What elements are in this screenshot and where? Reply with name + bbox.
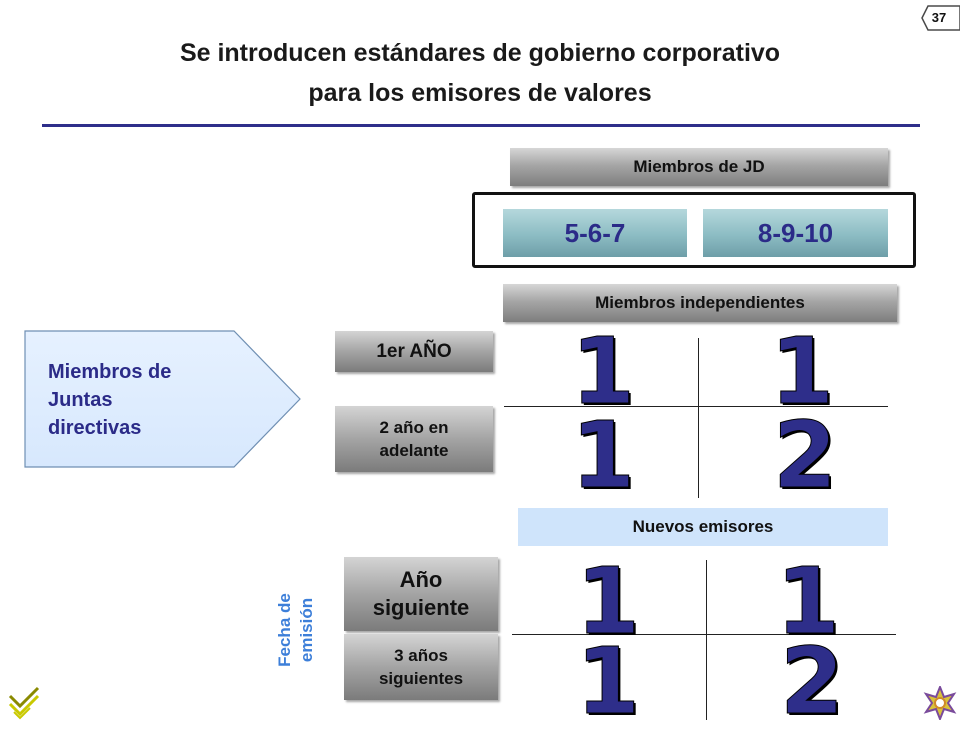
row-label-first-year: 1er AÑO — [335, 331, 493, 372]
row-label-three-years: 3 años siguientes — [344, 634, 498, 700]
grid-vertical-divider-top — [698, 338, 699, 498]
logo-mark-icon — [6, 684, 42, 720]
grid-horizontal-divider-bottom — [512, 634, 896, 635]
board-size-option-2: 8-9-10 — [703, 209, 888, 257]
value-first-year-option-1: 1 — [570, 318, 635, 425]
title-line-1: Se introducen estándares de gobierno cor… — [179, 39, 781, 67]
independent-members-header: Miembros independientes — [503, 284, 897, 322]
value-following-year-option-1: 1 — [575, 548, 640, 655]
pentagon-arrow-shape — [24, 330, 301, 468]
row-label-three-years-line-1: 3 años — [394, 646, 448, 665]
grid-vertical-divider-bottom — [706, 560, 707, 720]
page-tab-icon — [921, 5, 960, 31]
page-number: 37 — [931, 10, 947, 25]
board-label-line-2: Juntas — [48, 389, 113, 411]
value-three-years-option-1: 1 — [575, 628, 640, 735]
board-members-frame — [472, 192, 916, 268]
board-members-header: Miembros de JD — [510, 148, 888, 186]
value-second-year-option-1: 1 — [570, 402, 635, 509]
issue-date-label-line-1: Fecha de — [275, 593, 294, 667]
row-label-second-year-line-1: 2 año en — [379, 418, 449, 437]
issue-date-label-line-2: emisión — [297, 597, 316, 663]
value-following-year-option-2: 1 — [775, 548, 840, 655]
row-label-second-year-line-2: adelante — [379, 441, 449, 460]
row-label-three-years-line-2: siguientes — [378, 669, 464, 688]
row-label-following-year-line-1: Año — [399, 567, 443, 592]
board-label-line-1: Miembros de — [48, 361, 172, 383]
row-label-second-year: 2 año en adelante — [335, 406, 493, 472]
sunburst-logo-icon — [922, 684, 958, 722]
title-divider — [42, 124, 920, 127]
page-number-tab: 37 — [918, 4, 960, 32]
row-label-following-year-line-2: siguiente — [372, 595, 470, 620]
page-title: Se introducen estándares de gobierno cor… — [40, 33, 920, 113]
grid-horizontal-divider-top — [504, 406, 888, 407]
value-first-year-option-2: 1 — [769, 318, 834, 425]
new-issuers-header: Nuevos emisores — [518, 508, 888, 546]
row-label-first-year-text: 1er AÑO — [376, 340, 452, 362]
row-label-following-year: Año siguiente — [344, 557, 498, 631]
issue-date-axis-label: Fecha de emisión — [274, 560, 326, 700]
value-three-years-option-2: 2 — [779, 628, 844, 735]
board-members-label: Miembros de Juntas directivas — [24, 330, 302, 468]
value-second-year-option-2: 2 — [772, 402, 837, 509]
board-label-line-3: directivas — [48, 417, 142, 439]
board-size-option-1: 5-6-7 — [503, 209, 687, 257]
title-line-2: para los emisores de valores — [308, 79, 652, 107]
